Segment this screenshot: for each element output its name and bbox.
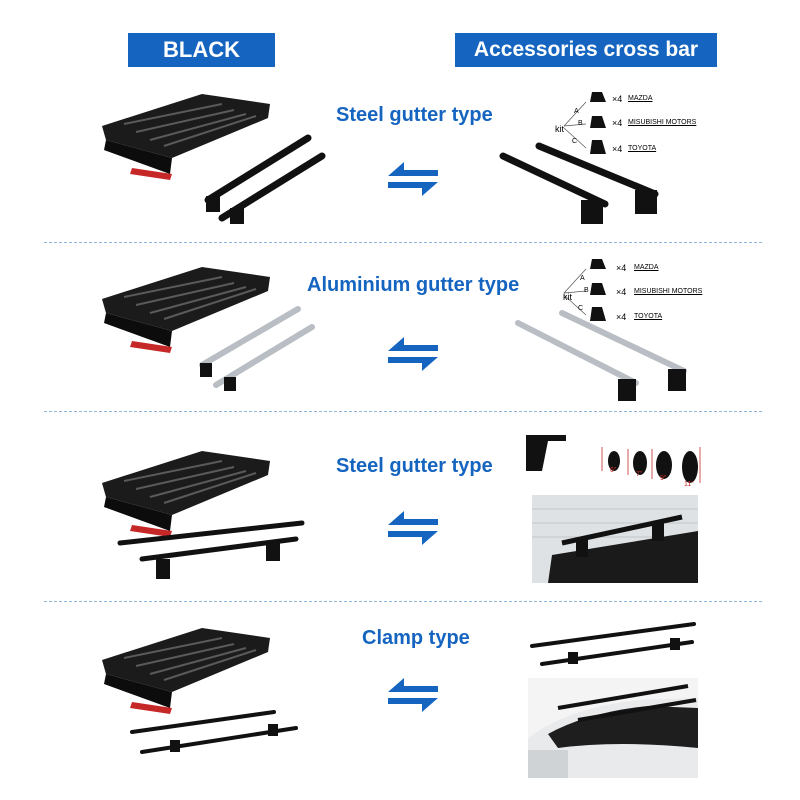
foot-size-7: 7" bbox=[636, 471, 643, 478]
cross-bars-image bbox=[204, 134, 326, 224]
foot-size-9: 9" bbox=[660, 475, 667, 482]
swap-arrows-icon bbox=[388, 337, 438, 371]
divider bbox=[44, 411, 762, 412]
installed-photo bbox=[528, 678, 698, 778]
row-steel-gutter-1: Steel gutter type kit A B C ×4 ×4 ×4 MAZ… bbox=[0, 88, 800, 238]
installed-photo bbox=[532, 495, 698, 583]
row-steel-gutter-2: Steel gutter type 6" 7" 9" 11" bbox=[0, 425, 800, 593]
type-label: Aluminium gutter type bbox=[307, 274, 520, 296]
type-label: Steel gutter type bbox=[336, 455, 493, 477]
kit-label: kit bbox=[563, 292, 572, 302]
swap-arrows-icon bbox=[386, 162, 440, 196]
kit-letter-a: A bbox=[580, 275, 585, 282]
kit-qty: ×4 bbox=[612, 118, 623, 128]
accessories-header: Accessories cross bar bbox=[455, 33, 717, 67]
kit-qty: ×4 bbox=[616, 287, 627, 297]
brand-toyota: TOYOTA bbox=[628, 145, 657, 152]
foot-size-11: 11" bbox=[684, 481, 694, 488]
brand-toyota: TOYOTA bbox=[634, 313, 663, 320]
kit-letter-b: B bbox=[584, 287, 589, 294]
type-label: Steel gutter type bbox=[336, 104, 493, 126]
type-label: Clamp type bbox=[362, 627, 470, 649]
kit-diagram bbox=[563, 92, 606, 154]
row-clamp: Clamp type bbox=[0, 612, 800, 792]
cross-bars-image bbox=[199, 306, 315, 391]
foot-size-6: 6" bbox=[610, 467, 617, 474]
kit-qty: ×4 bbox=[612, 94, 623, 104]
roof-rack-image bbox=[102, 94, 270, 180]
kit-letter-a: A bbox=[574, 108, 579, 115]
kit-letter-c: C bbox=[578, 305, 584, 312]
roof-rack-image bbox=[102, 628, 270, 714]
gutter-feet-image bbox=[526, 435, 701, 483]
cross-bars-image bbox=[130, 710, 298, 754]
roof-rack-image bbox=[102, 267, 270, 353]
kit-label: kit bbox=[555, 124, 564, 134]
kit-qty: ×4 bbox=[616, 312, 627, 322]
brand-mitsubishi: MISUBISHI MOTORS bbox=[634, 288, 703, 295]
black-header: BLACK bbox=[128, 33, 275, 67]
brand-mazda: MAZDA bbox=[634, 264, 659, 271]
divider bbox=[44, 601, 762, 602]
accessory-bars-image bbox=[515, 310, 687, 401]
divider bbox=[44, 242, 762, 243]
kit-qty: ×4 bbox=[616, 263, 627, 273]
roof-rack-image bbox=[102, 451, 270, 537]
brand-mazda: MAZDA bbox=[628, 95, 653, 102]
accessory-bars-image bbox=[499, 142, 659, 224]
kit-letter-b: B bbox=[578, 120, 583, 127]
brand-mitsubishi: MISUBISHI MOTORS bbox=[628, 119, 697, 126]
kit-diagram bbox=[563, 259, 606, 321]
swap-arrows-icon bbox=[388, 511, 438, 545]
kit-letter-c: C bbox=[572, 138, 578, 145]
swap-arrows-icon bbox=[388, 678, 438, 712]
cross-bars-image bbox=[117, 520, 305, 579]
kit-qty: ×4 bbox=[612, 144, 623, 154]
row-aluminium-gutter: Aluminium gutter type kit A B C ×4 ×4 ×4… bbox=[0, 255, 800, 405]
accessory-bars-image bbox=[530, 622, 696, 666]
